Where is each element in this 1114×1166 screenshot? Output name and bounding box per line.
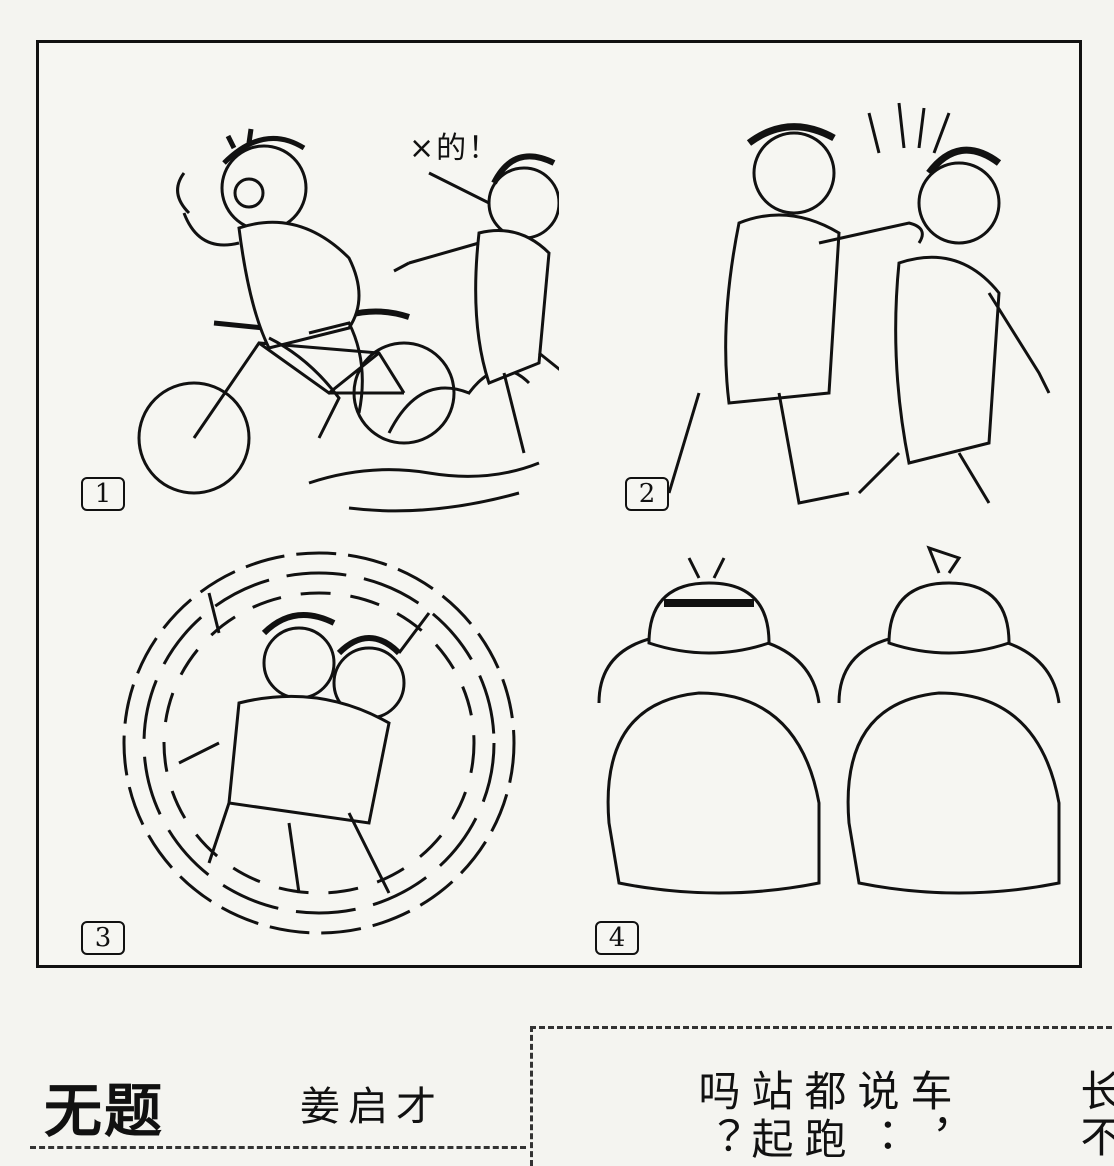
bike-front-wheel xyxy=(137,381,251,495)
article-column: 吗？ xyxy=(692,1069,741,1165)
adjacent-article: 车， 说： 都跑 站起 吗？ 长 不 xyxy=(530,1026,1114,1166)
bed-left xyxy=(606,691,821,895)
panel-1-speech: ×的！ xyxy=(409,131,501,166)
panel-1-drawing xyxy=(137,128,559,513)
panel-2: 2 xyxy=(569,53,1074,533)
caption-rule xyxy=(30,1146,526,1149)
fighter-a-head xyxy=(262,626,336,700)
panel-3-drawing xyxy=(122,551,516,935)
panel-1: ×的！ 1 xyxy=(49,53,559,533)
comic-author: 姜启才 xyxy=(300,1084,444,1130)
panel-4-number: 4 xyxy=(595,921,639,955)
article-column: 长 xyxy=(1074,1069,1114,1117)
man-a-head xyxy=(752,131,836,215)
comic-strip: ×的！ 1 2 xyxy=(36,40,1082,968)
panel-1-number: 1 xyxy=(81,477,125,511)
panel-3-number: 3 xyxy=(81,921,125,955)
comic-title: 无题 xyxy=(44,1077,165,1145)
panel-3: 3 xyxy=(49,523,559,963)
panel-4-drawing xyxy=(597,545,1061,895)
man-b-head xyxy=(917,161,1001,245)
article-column: 说： xyxy=(851,1069,900,1165)
article-column: 站起 xyxy=(745,1069,794,1165)
article-column: 车， xyxy=(904,1069,953,1165)
bed-right xyxy=(846,691,1061,895)
article-column: 都跑 xyxy=(798,1069,847,1165)
panel-2-number: 2 xyxy=(625,477,669,511)
article-column: 不 xyxy=(1074,1115,1114,1163)
panel-2-drawing xyxy=(667,102,1051,505)
panel-4: 4 xyxy=(569,523,1074,963)
